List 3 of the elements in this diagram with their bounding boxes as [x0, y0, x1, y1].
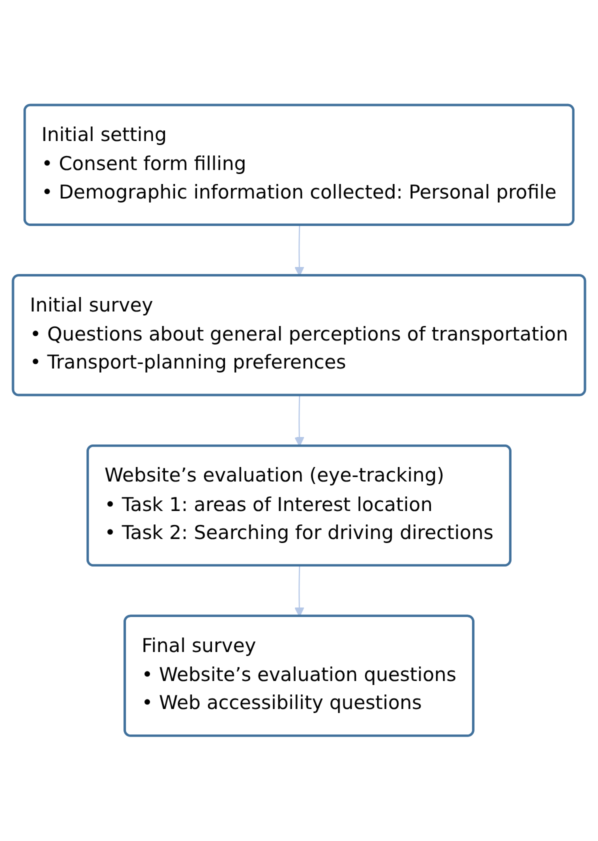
- arrow: [294, 566, 304, 618]
- arrow: [294, 396, 304, 447]
- arrow: [294, 225, 304, 276]
